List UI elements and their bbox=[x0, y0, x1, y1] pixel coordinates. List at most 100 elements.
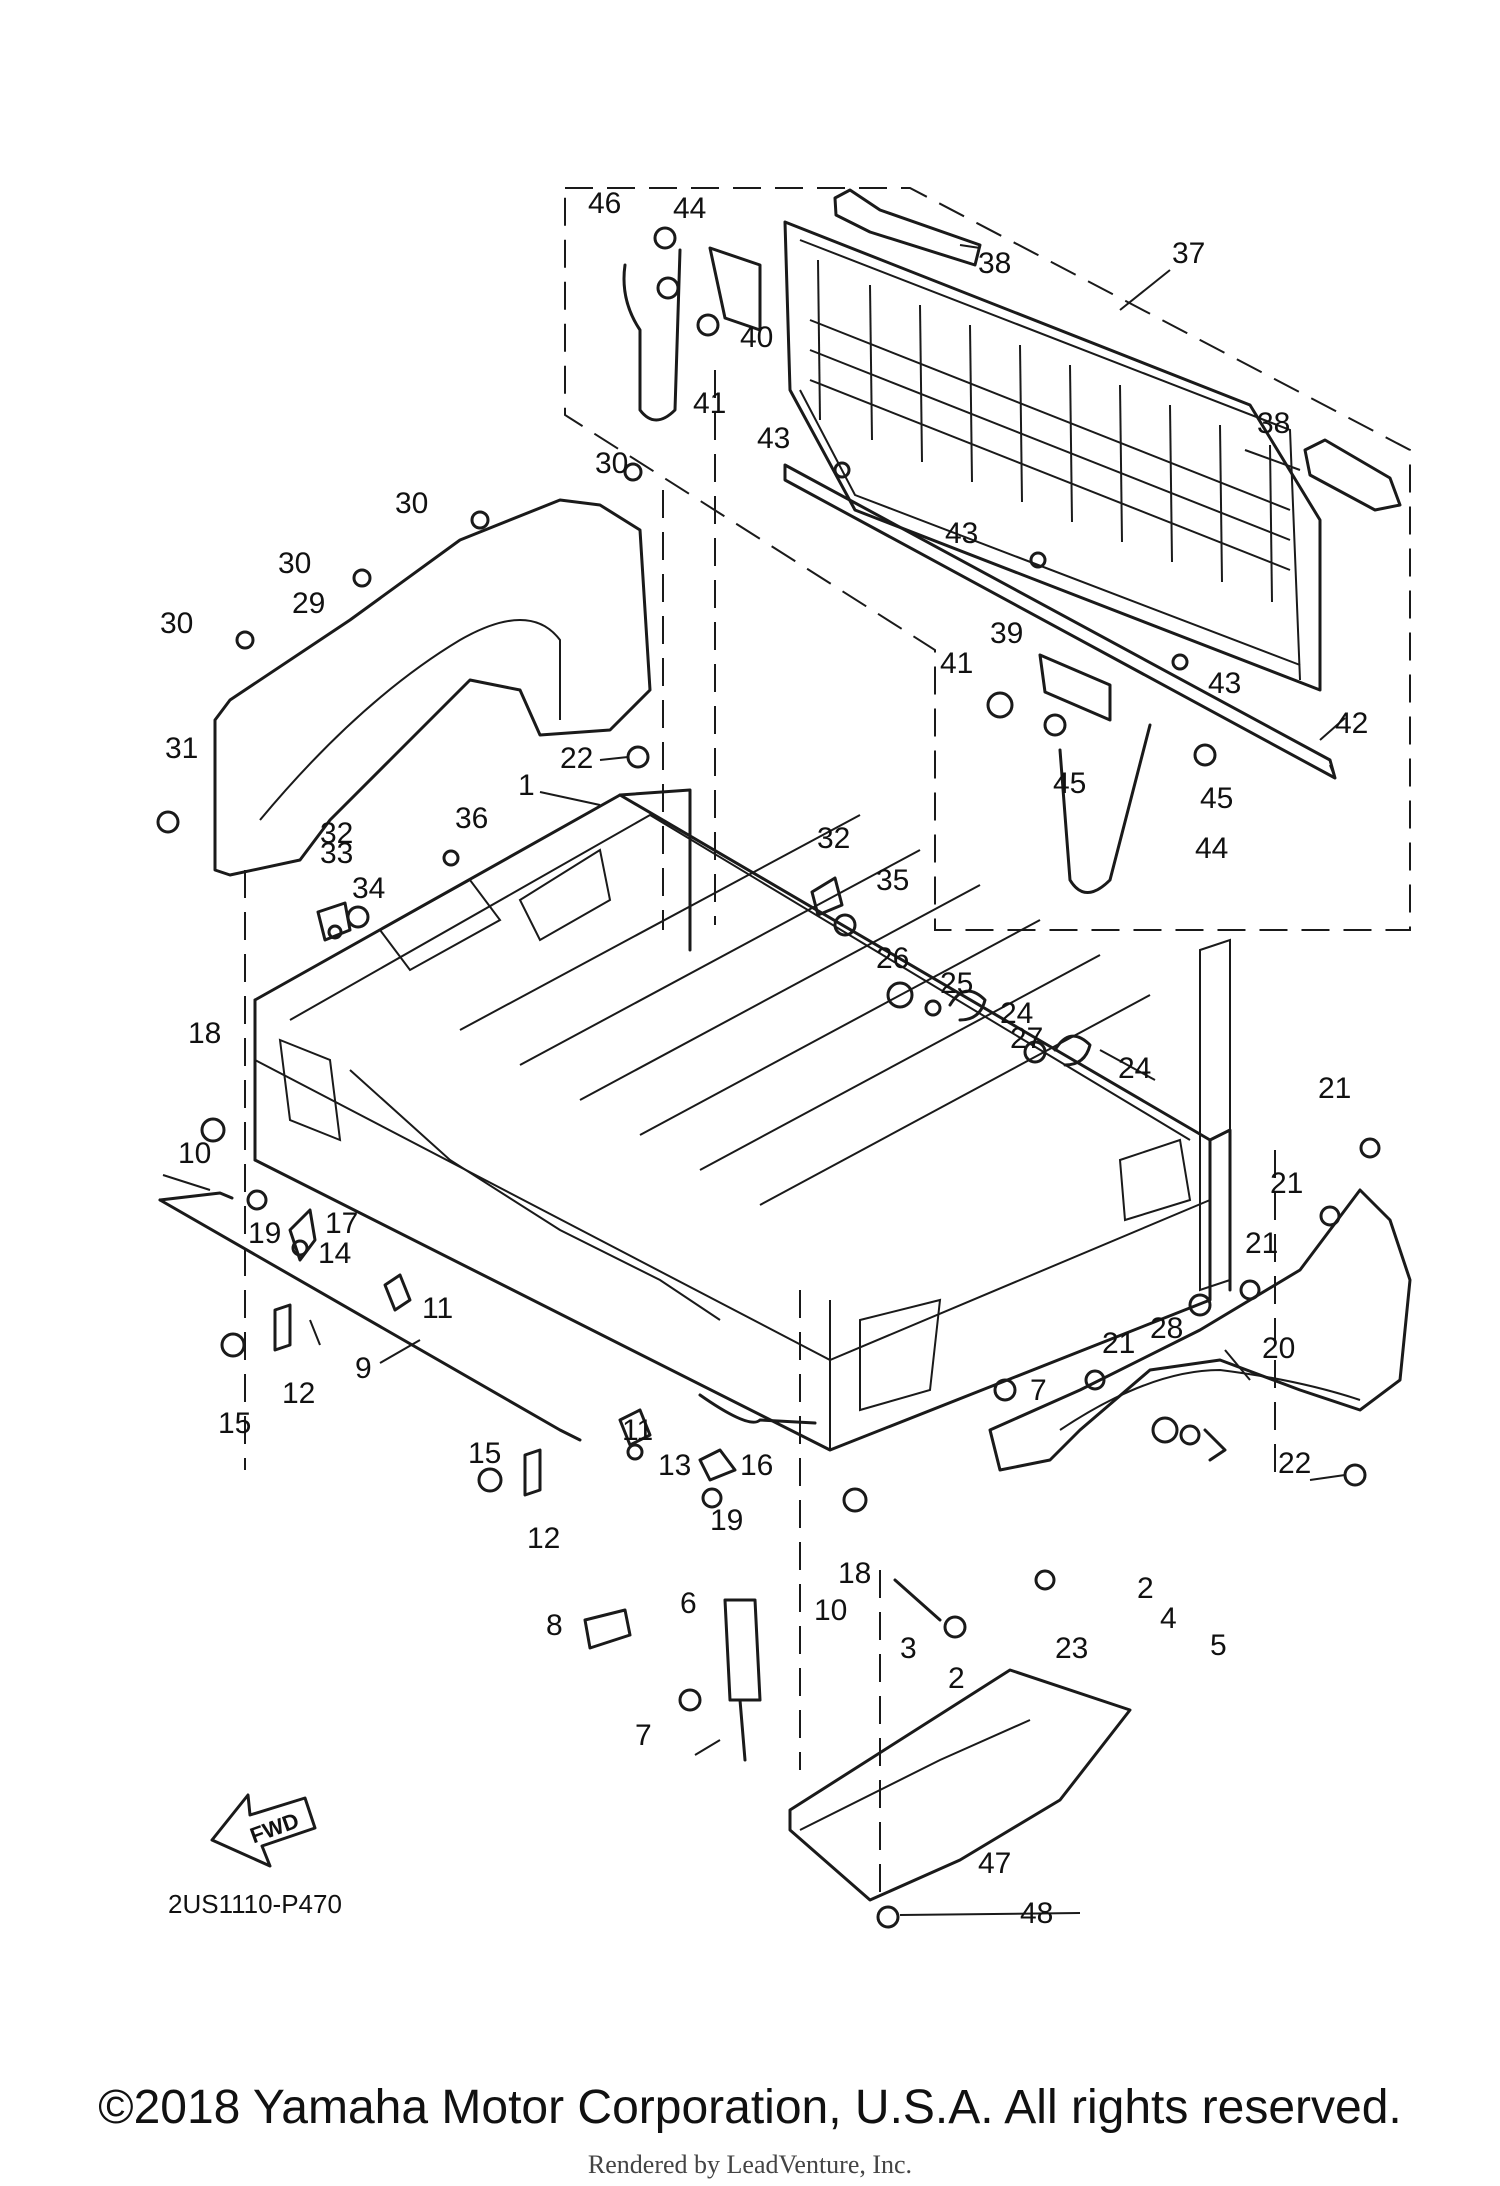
callout-label: 48 bbox=[1020, 1897, 1053, 1930]
callout-label: 9 bbox=[355, 1352, 372, 1385]
nut-19-upper bbox=[246, 1189, 268, 1211]
callout-label: 26 bbox=[876, 942, 909, 975]
callout-label: 30 bbox=[395, 487, 428, 520]
bolt-27 bbox=[1023, 1040, 1047, 1064]
bolt-46a bbox=[653, 226, 677, 250]
bushing-2b bbox=[1151, 1416, 1179, 1444]
nut-19-lower bbox=[701, 1487, 723, 1509]
bolt-18-lower bbox=[842, 1487, 868, 1513]
latch-rod-10-left bbox=[158, 1191, 234, 1202]
bolt-35 bbox=[833, 913, 857, 937]
callout-label: 43 bbox=[757, 422, 790, 455]
callout-label: 41 bbox=[693, 387, 726, 420]
pushpin-30d bbox=[235, 630, 255, 650]
callout-label: 2 bbox=[1137, 1572, 1154, 1605]
check-cable-left bbox=[622, 248, 682, 422]
bracket-12-right bbox=[523, 1448, 542, 1497]
diagram-reference: 2US1110-P470 bbox=[168, 1889, 342, 1919]
nut-7-lower bbox=[678, 1688, 702, 1712]
tie-down-24-upper bbox=[948, 989, 987, 1022]
callout-label: 39 bbox=[990, 617, 1023, 650]
bolt-43b bbox=[1029, 551, 1047, 569]
callout-label: 18 bbox=[188, 1017, 221, 1050]
callout-label: 30 bbox=[278, 547, 311, 580]
bracket-32-right bbox=[810, 876, 844, 917]
callout-label: 24 bbox=[1000, 997, 1033, 1030]
callout-label: 38 bbox=[978, 247, 1011, 280]
bolt-18-upper bbox=[200, 1117, 226, 1143]
left-fender bbox=[213, 498, 652, 877]
rivet-21c bbox=[1239, 1279, 1261, 1301]
callout-label: 1 bbox=[518, 769, 535, 802]
bolt-15-right bbox=[477, 1467, 503, 1493]
nut-28 bbox=[1188, 1293, 1212, 1317]
nut-26 bbox=[886, 981, 914, 1009]
callout-label: 11 bbox=[622, 1414, 653, 1447]
spring-11-lower bbox=[618, 1408, 652, 1447]
callout-label: 6 bbox=[680, 1587, 697, 1620]
callout-label: 35 bbox=[876, 864, 909, 897]
callout-label: 33 bbox=[320, 837, 353, 870]
callout-label: 22 bbox=[1278, 1447, 1311, 1480]
tailgate-group-boundary bbox=[564, 187, 1411, 931]
callout-label: 34 bbox=[352, 872, 385, 905]
callout-label: 20 bbox=[1262, 1332, 1295, 1365]
callout-label: 41 bbox=[940, 647, 973, 680]
callout-label: 44 bbox=[1195, 832, 1228, 865]
under-panel bbox=[788, 1668, 1132, 1902]
callout-label: 3 bbox=[900, 1632, 917, 1665]
clip-5 bbox=[1203, 1428, 1227, 1462]
tailgate bbox=[783, 220, 1322, 692]
callout-label: 10 bbox=[814, 1594, 847, 1627]
tailgate-latch-upper bbox=[833, 188, 982, 267]
pad-8 bbox=[583, 1608, 632, 1650]
hinge-rod bbox=[783, 463, 1337, 780]
callout-label: 28 bbox=[1150, 1312, 1183, 1345]
under-panel-edge bbox=[799, 1719, 1031, 1831]
bolt-43c bbox=[1171, 653, 1189, 671]
callout-label: 42 bbox=[1335, 707, 1368, 740]
callout-label: 11 bbox=[422, 1292, 453, 1325]
callout-label: 40 bbox=[740, 321, 773, 354]
rivet-21b bbox=[1319, 1205, 1341, 1227]
callout-label: 12 bbox=[527, 1522, 560, 1555]
spring-11-upper bbox=[383, 1273, 412, 1312]
callout-label: 21 bbox=[1270, 1167, 1303, 1200]
callout-label: 24 bbox=[1118, 1052, 1151, 1085]
leader-lines bbox=[162, 244, 1346, 1916]
right-fender-inner bbox=[1059, 1368, 1361, 1431]
callout-label: 8 bbox=[546, 1609, 563, 1642]
tailgate-bracket-upper bbox=[708, 246, 762, 332]
bolt-22-lower bbox=[1343, 1463, 1367, 1487]
bolt-41a bbox=[696, 313, 720, 337]
callout-label: 37 bbox=[1172, 237, 1205, 270]
bolt-22-upper bbox=[626, 745, 650, 769]
bolt-45a bbox=[1043, 713, 1067, 737]
bolt-43a bbox=[833, 461, 851, 479]
callout-label: 25 bbox=[940, 967, 973, 1000]
callout-label: 17 bbox=[325, 1207, 358, 1240]
callout-label: 13 bbox=[658, 1449, 691, 1482]
callout-label: 47 bbox=[978, 1847, 1011, 1880]
callout-label: 38 bbox=[1257, 407, 1290, 440]
callout-label: 46 bbox=[588, 187, 621, 220]
callout-label: 45 bbox=[1200, 782, 1233, 815]
callout-label: 10 bbox=[178, 1137, 211, 1170]
tailgate-bracket-lower bbox=[1038, 653, 1112, 722]
latch-rod-9 bbox=[158, 1198, 582, 1442]
callout-label: 30 bbox=[595, 447, 628, 480]
bolt-15-left bbox=[220, 1332, 246, 1358]
latch-lever-17 bbox=[288, 1208, 317, 1262]
callout-label: 43 bbox=[1208, 667, 1241, 700]
nut-13 bbox=[626, 1443, 644, 1461]
callout-label: 5 bbox=[1210, 1629, 1227, 1662]
rivet-21a bbox=[1359, 1137, 1381, 1159]
callout-label: 36 bbox=[455, 802, 488, 835]
callout-label: 43 bbox=[945, 517, 978, 550]
washer-4 bbox=[1179, 1424, 1201, 1446]
callout-label: 45 bbox=[1053, 767, 1086, 800]
bolt-41b bbox=[986, 691, 1014, 719]
bolt-48 bbox=[876, 1905, 900, 1929]
callout-label: 19 bbox=[248, 1217, 281, 1250]
